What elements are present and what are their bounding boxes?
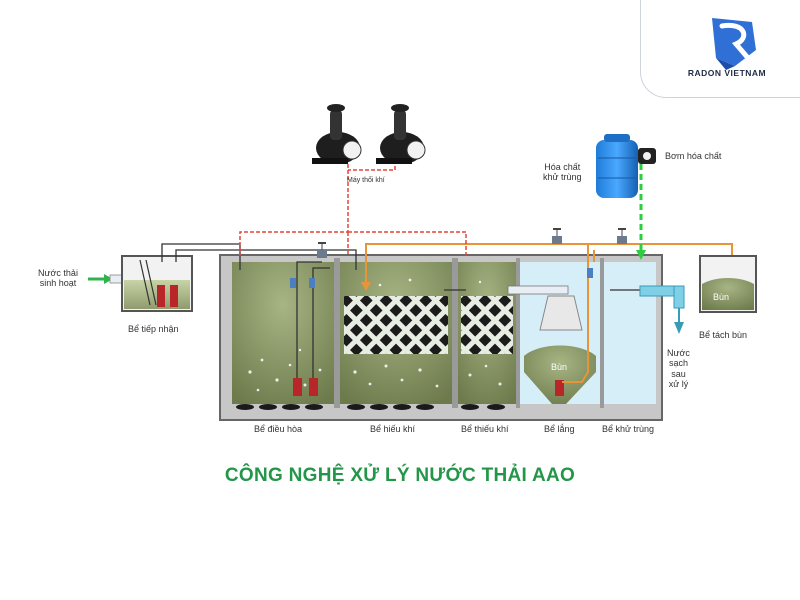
dosing-pump-label: Bơm hóa chất: [665, 151, 722, 161]
clean-water-line1: Nước: [667, 348, 690, 358]
air-lines: [239, 147, 467, 256]
settling-sludge-text: Bùn: [551, 362, 568, 372]
chemical-label-line1: Hóa chất: [544, 162, 581, 172]
inflow-label-line1: Nước thải: [38, 268, 78, 278]
clean-water-outlet: [639, 285, 685, 334]
diagram-title: CÔNG NGHỆ XỬ LÝ NƯỚC THẢI AAO: [224, 465, 576, 486]
sludge-arrow-aerobic: [361, 282, 371, 291]
clean-water-line3: sau: [671, 368, 686, 379]
blower-label: Máy thổi khí: [347, 177, 385, 184]
sludge-tank-label: Bể tách bùn: [699, 330, 748, 340]
receiving-tank: [121, 255, 193, 312]
sludge-text: Bùn: [713, 292, 730, 302]
chemical-label: Hóa chất khử trùng: [543, 162, 582, 183]
tank-label-disinfection: Bể khử trùng: [602, 424, 655, 434]
clean-water-label: Nước sạch sau xử lý: [667, 348, 690, 389]
tank-label-anoxic: Bể thiếu khí: [461, 424, 509, 434]
tank-label-receiving: Bể tiếp nhận: [128, 324, 179, 334]
inflow-label: Nước thải sinh hoạt: [38, 268, 78, 289]
tank-label-aerobic: Bể hiếu khí: [370, 424, 416, 434]
chemical-tank: [596, 134, 638, 198]
clean-water-line4: xử lý: [668, 379, 689, 390]
water-pipes: [161, 243, 660, 378]
clean-water-line2: sạch: [668, 358, 688, 369]
sludge-separation-tank: [699, 255, 757, 313]
inflow-label-line2: sinh hoạt: [39, 278, 77, 289]
valve-icons: [290, 228, 627, 288]
brand-name: RADON VIETNAM: [687, 68, 767, 78]
tank-label-settling: Bể lắng: [544, 424, 575, 434]
blower-icon-1: [312, 104, 362, 164]
chemical-label-line2: khử trùng: [543, 172, 582, 183]
blower-icon-2: [376, 104, 426, 164]
tank-label-equalization: Bể điều hòa: [254, 424, 303, 434]
dosing-pump-icon: [638, 148, 656, 164]
main-tank-block: [219, 254, 663, 421]
